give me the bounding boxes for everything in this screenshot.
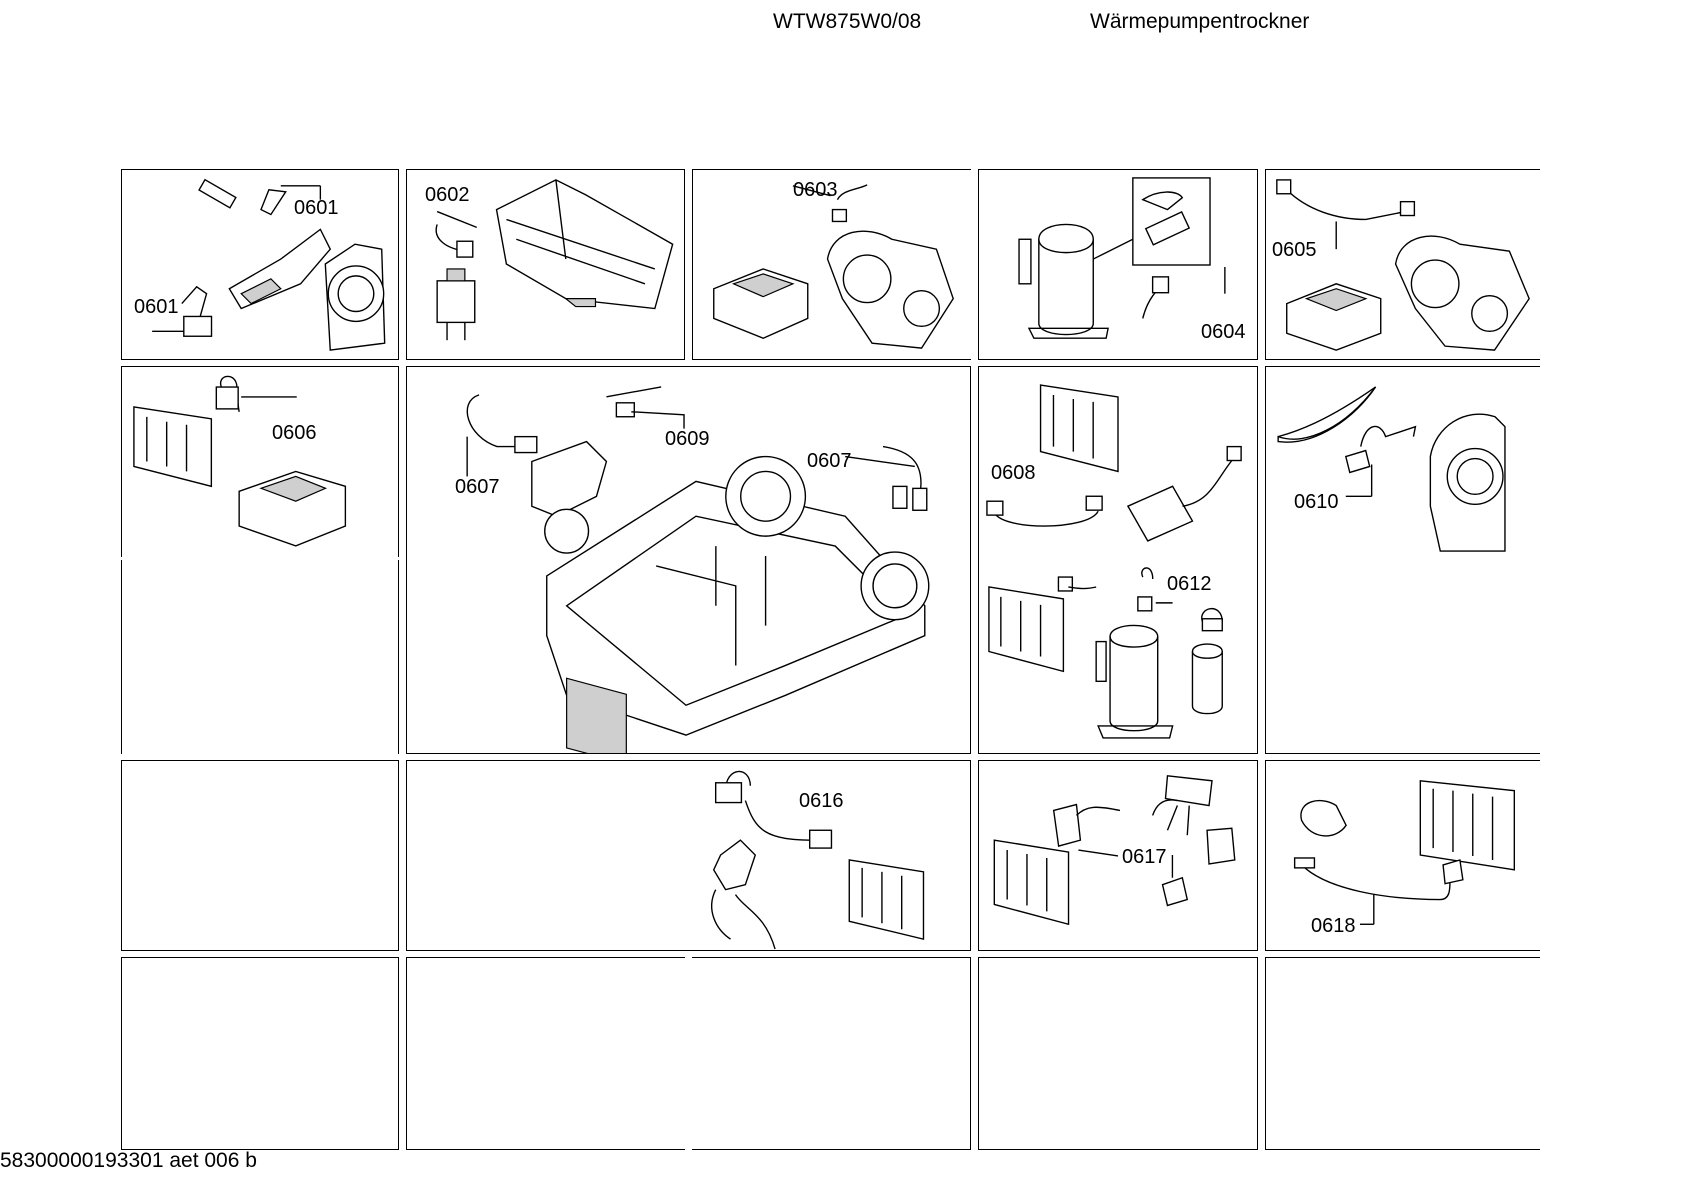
part-label: 0616	[799, 790, 844, 812]
part-label: 0602	[425, 184, 470, 206]
part-label: 0607	[807, 450, 852, 472]
cell-0617: 0617	[978, 760, 1258, 951]
cell-0606-continuation	[121, 560, 399, 754]
cell-0612: 0612	[978, 557, 1258, 754]
cell-0601: 0601 0601	[121, 169, 399, 360]
cell-0608: 0608	[978, 366, 1258, 557]
part-label: 0603	[793, 179, 838, 201]
parts-drawing-0602	[435, 179, 674, 341]
cell-empty-r4c1	[121, 957, 399, 1150]
part-label: 0601	[294, 197, 339, 219]
parts-drawing-0610	[1277, 386, 1506, 552]
parts-drawing-0603	[713, 184, 954, 349]
cell-empty-r4c4	[978, 957, 1258, 1150]
cell-empty-r3c1	[121, 760, 399, 951]
part-label: 0608	[991, 462, 1036, 484]
model-number: WTW875W0/08	[773, 10, 922, 33]
part-label: 0604	[1201, 321, 1246, 343]
appliance-type: Wärmepumpentrockner	[1090, 10, 1310, 33]
cell-0603: 0603	[692, 169, 971, 360]
parts-drawing-0608	[986, 384, 1242, 542]
cell-0604: 0604	[978, 169, 1258, 360]
cell-0610-continuation	[1265, 557, 1540, 754]
part-label: 0605	[1272, 239, 1317, 261]
cell-0618: 0618	[1265, 760, 1540, 951]
part-label: 0607	[455, 476, 500, 498]
part-label: 0610	[1294, 491, 1339, 513]
cell-empty-r4c2	[406, 957, 685, 1150]
cell-0606: 0606	[121, 366, 399, 557]
cell-empty-r4c5	[1265, 957, 1540, 1150]
parts-drawing-0605	[1276, 179, 1530, 351]
cell-empty-r3c2	[406, 760, 685, 951]
part-label: 0612	[1167, 573, 1212, 595]
cell-0610: 0610	[1265, 366, 1540, 557]
document-id: 58300000193301 aet 006 b	[0, 1149, 257, 1172]
part-label: 0618	[1311, 915, 1356, 937]
parts-drawing-0601	[152, 178, 386, 351]
part-label: 0609	[665, 428, 710, 450]
cell-0605: 0605	[1265, 169, 1540, 360]
parts-drawing-0607	[466, 386, 930, 753]
part-label: 0601	[134, 296, 179, 318]
cell-0607: 0607 0609 0607	[406, 366, 971, 754]
parts-drawing-0616	[711, 770, 925, 950]
part-label: 0606	[272, 422, 317, 444]
parts-drawing-0606	[133, 375, 347, 547]
cell-empty-r4c3	[692, 957, 971, 1150]
part-label: 0617	[1122, 846, 1167, 868]
parts-drawing-0618	[1293, 780, 1516, 925]
parts-drawing-0612	[988, 567, 1223, 739]
parts-drawing-0617	[993, 775, 1236, 926]
cell-0602: 0602	[406, 169, 685, 360]
parts-drawing-0604	[1018, 177, 1226, 339]
cell-0616: 0616	[685, 760, 971, 951]
